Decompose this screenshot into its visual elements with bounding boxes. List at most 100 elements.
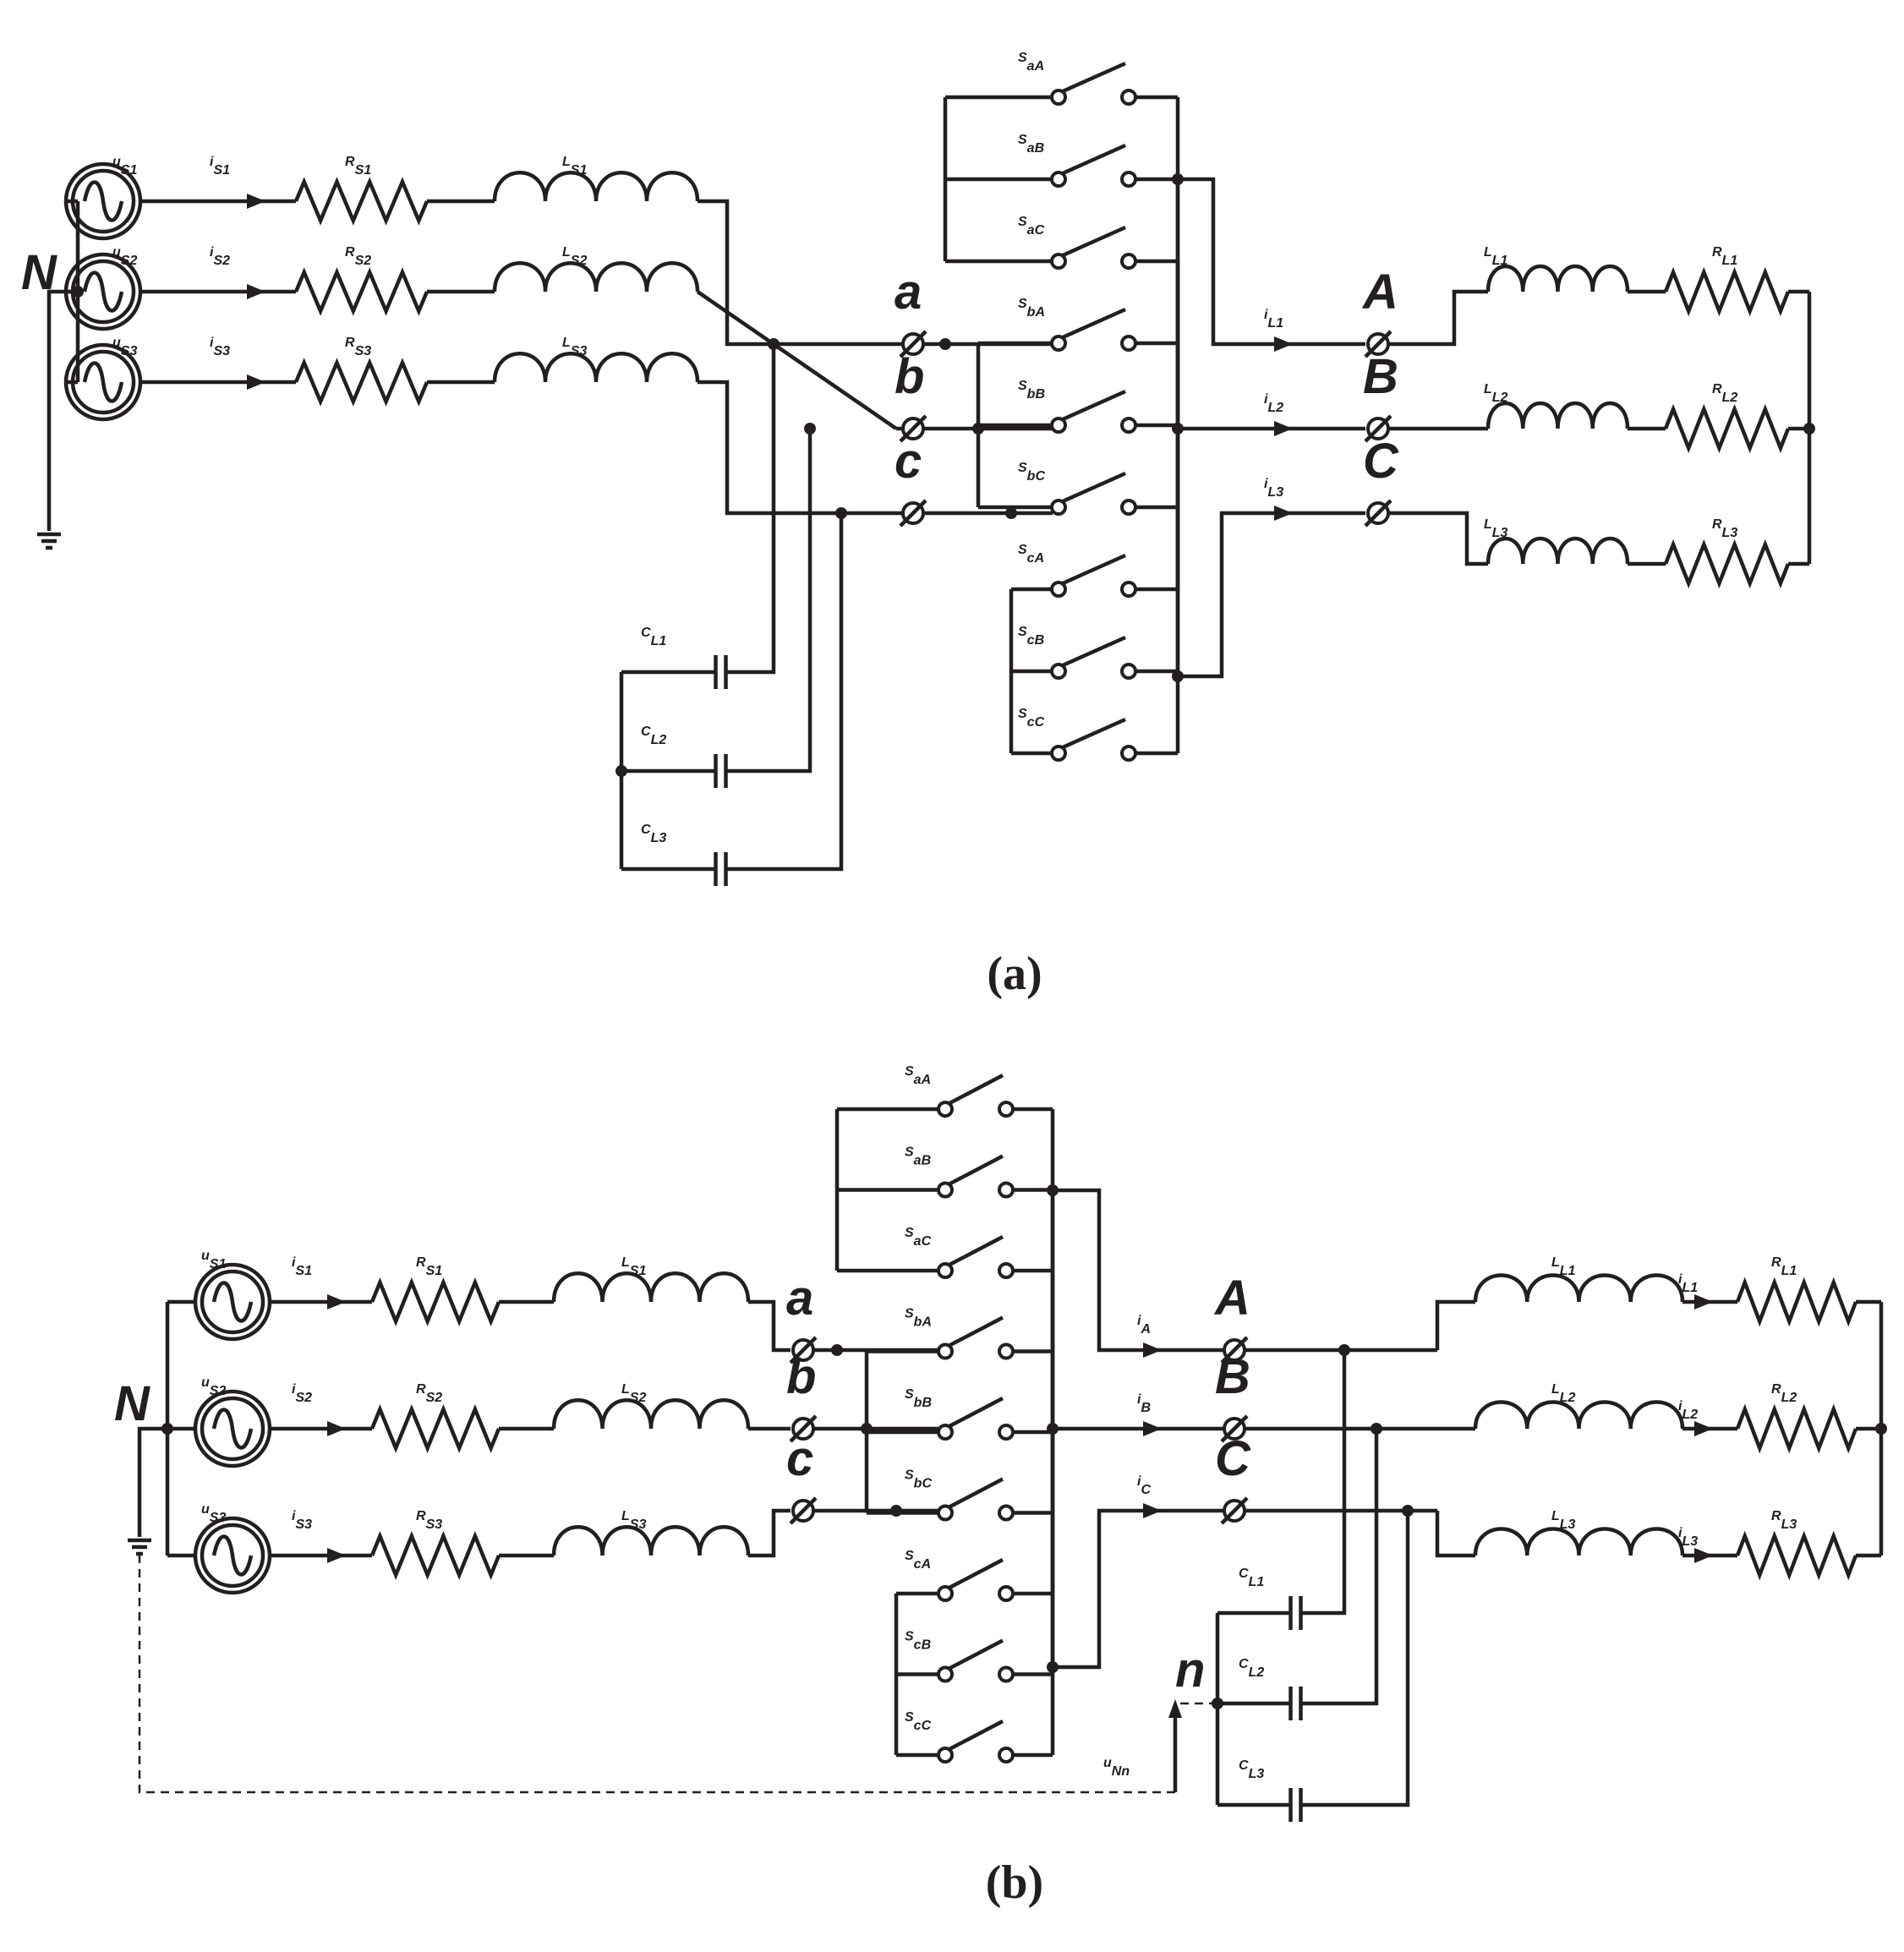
label-main: C bbox=[1239, 1758, 1249, 1773]
label-subscript: L3 bbox=[1682, 1534, 1698, 1549]
resistor-zigzag bbox=[1663, 403, 1791, 454]
label-main: L bbox=[621, 1255, 630, 1270]
label-subscript: aA bbox=[1027, 59, 1044, 74]
switch-label: ScC bbox=[905, 1710, 932, 1733]
switch-contact bbox=[937, 1262, 954, 1279]
source-resistor-label: RS3 bbox=[345, 336, 371, 358]
switch-contact bbox=[1050, 171, 1067, 188]
current-arrow bbox=[1143, 1421, 1162, 1436]
label-subscript: bC bbox=[914, 1477, 933, 1491]
label-subscript: L3 bbox=[1722, 526, 1738, 540]
label-main: L bbox=[562, 336, 571, 350]
source-voltage-label: uS3 bbox=[201, 1502, 226, 1525]
source-current-label: iS2 bbox=[210, 245, 230, 268]
switch-contact bbox=[998, 1262, 1015, 1279]
label-subscript: bA bbox=[1027, 305, 1045, 320]
label-subscript: L1 bbox=[1249, 1575, 1265, 1589]
load-inductor-label: LL1 bbox=[1551, 1255, 1576, 1278]
switch-contact bbox=[1050, 417, 1067, 434]
load-resistor-label: RL2 bbox=[1771, 1382, 1797, 1405]
switch-contact bbox=[1120, 335, 1137, 352]
label-subscript: S3 bbox=[426, 1517, 443, 1532]
resistor-zigzag bbox=[293, 177, 429, 226]
label-subscript: Nn bbox=[1112, 1764, 1130, 1779]
label-main: L bbox=[1551, 1255, 1560, 1270]
label-subscript: S1 bbox=[630, 1264, 647, 1278]
capacitor bbox=[1277, 1788, 1315, 1822]
source-terminal-label: c bbox=[786, 1431, 813, 1486]
wire bbox=[1388, 511, 1488, 566]
current-arrow bbox=[1274, 506, 1293, 521]
ground-icon bbox=[37, 532, 61, 550]
inductor-coil bbox=[492, 261, 700, 293]
ac-source-inner-circle bbox=[70, 168, 136, 234]
switch-contact bbox=[1120, 663, 1137, 680]
inductor-coil bbox=[551, 1525, 751, 1556]
source-inductor-label: LS3 bbox=[621, 1509, 646, 1532]
inductor-coil bbox=[1485, 401, 1630, 429]
switch-contact bbox=[998, 1424, 1015, 1441]
load-resistor-label: RL1 bbox=[1712, 245, 1737, 268]
switch-blade bbox=[1062, 553, 1126, 586]
switch-label: SbA bbox=[905, 1307, 932, 1330]
load-terminal-label: C bbox=[1363, 434, 1399, 489]
source-voltage-label: uS1 bbox=[201, 1249, 226, 1271]
label-main: u bbox=[112, 336, 121, 350]
wire bbox=[748, 1299, 791, 1353]
switch-contact bbox=[1050, 745, 1067, 762]
load-current-label: iL1 bbox=[1264, 308, 1283, 331]
neutral-voltage-label: uNn bbox=[1103, 1756, 1130, 1779]
switch-blade bbox=[1062, 225, 1126, 258]
resistor-zigzag bbox=[1735, 1277, 1858, 1327]
capacitor-label: CL1 bbox=[641, 626, 666, 648]
label-main: L bbox=[562, 245, 571, 260]
terminal-slash bbox=[1364, 499, 1392, 528]
switch-contact bbox=[998, 1181, 1015, 1199]
switch-contact bbox=[1050, 253, 1067, 270]
label-main: R bbox=[1771, 1255, 1781, 1270]
current-arrow bbox=[247, 375, 265, 390]
switch-label: SaC bbox=[905, 1226, 932, 1249]
label-subscript: L1 bbox=[1722, 254, 1738, 268]
wire bbox=[1388, 289, 1488, 347]
label-main: R bbox=[345, 155, 355, 169]
label-main: S bbox=[1018, 543, 1027, 557]
switch-contact bbox=[998, 1342, 1015, 1360]
inductor-coil bbox=[492, 352, 700, 383]
switch-blade bbox=[948, 1477, 1004, 1509]
wire bbox=[137, 1426, 167, 1537]
resistor-zigzag bbox=[369, 1277, 501, 1326]
label-subscript: aB bbox=[914, 1154, 931, 1168]
label-main: i bbox=[1264, 308, 1268, 322]
label-main: S bbox=[905, 1468, 914, 1483]
label-subscript: L3 bbox=[1781, 1517, 1797, 1532]
source-current-label: iS3 bbox=[210, 336, 230, 358]
source-voltage-label: uS2 bbox=[201, 1375, 226, 1398]
label-subscript: S3 bbox=[121, 344, 138, 358]
current-arrow bbox=[327, 1421, 346, 1436]
label-main: S bbox=[905, 1710, 914, 1725]
label-main: u bbox=[201, 1502, 210, 1517]
label-main: i bbox=[210, 155, 214, 169]
wire bbox=[698, 380, 896, 516]
label-subscript: S1 bbox=[355, 163, 372, 178]
switch-contact bbox=[937, 1747, 954, 1763]
voltage-arrow bbox=[1168, 1699, 1182, 1718]
label-subscript: S1 bbox=[426, 1264, 443, 1278]
inductor-coil bbox=[1485, 536, 1630, 565]
capacitor bbox=[702, 655, 740, 689]
switch-label: SaB bbox=[905, 1146, 931, 1168]
label-subscript: L1 bbox=[1560, 1264, 1576, 1278]
label-main: i bbox=[1137, 1474, 1141, 1489]
switch-blade bbox=[1062, 471, 1126, 504]
terminal-slash bbox=[1364, 330, 1392, 358]
switch-blade bbox=[948, 1315, 1004, 1348]
source-current-label: iS1 bbox=[292, 1255, 312, 1278]
label-main: u bbox=[201, 1375, 210, 1390]
resistor-zigzag bbox=[1735, 1530, 1858, 1581]
terminal-slash bbox=[1220, 1336, 1249, 1364]
panel-a-circuit: NuS1iS1RS1LS1uS2iS2RS2LS2uS3iS3RS3LS3CL1… bbox=[21, 51, 1815, 1000]
terminal-slash bbox=[899, 414, 927, 443]
label-subscript: cA bbox=[1027, 551, 1044, 566]
label-main: i bbox=[1264, 477, 1268, 491]
